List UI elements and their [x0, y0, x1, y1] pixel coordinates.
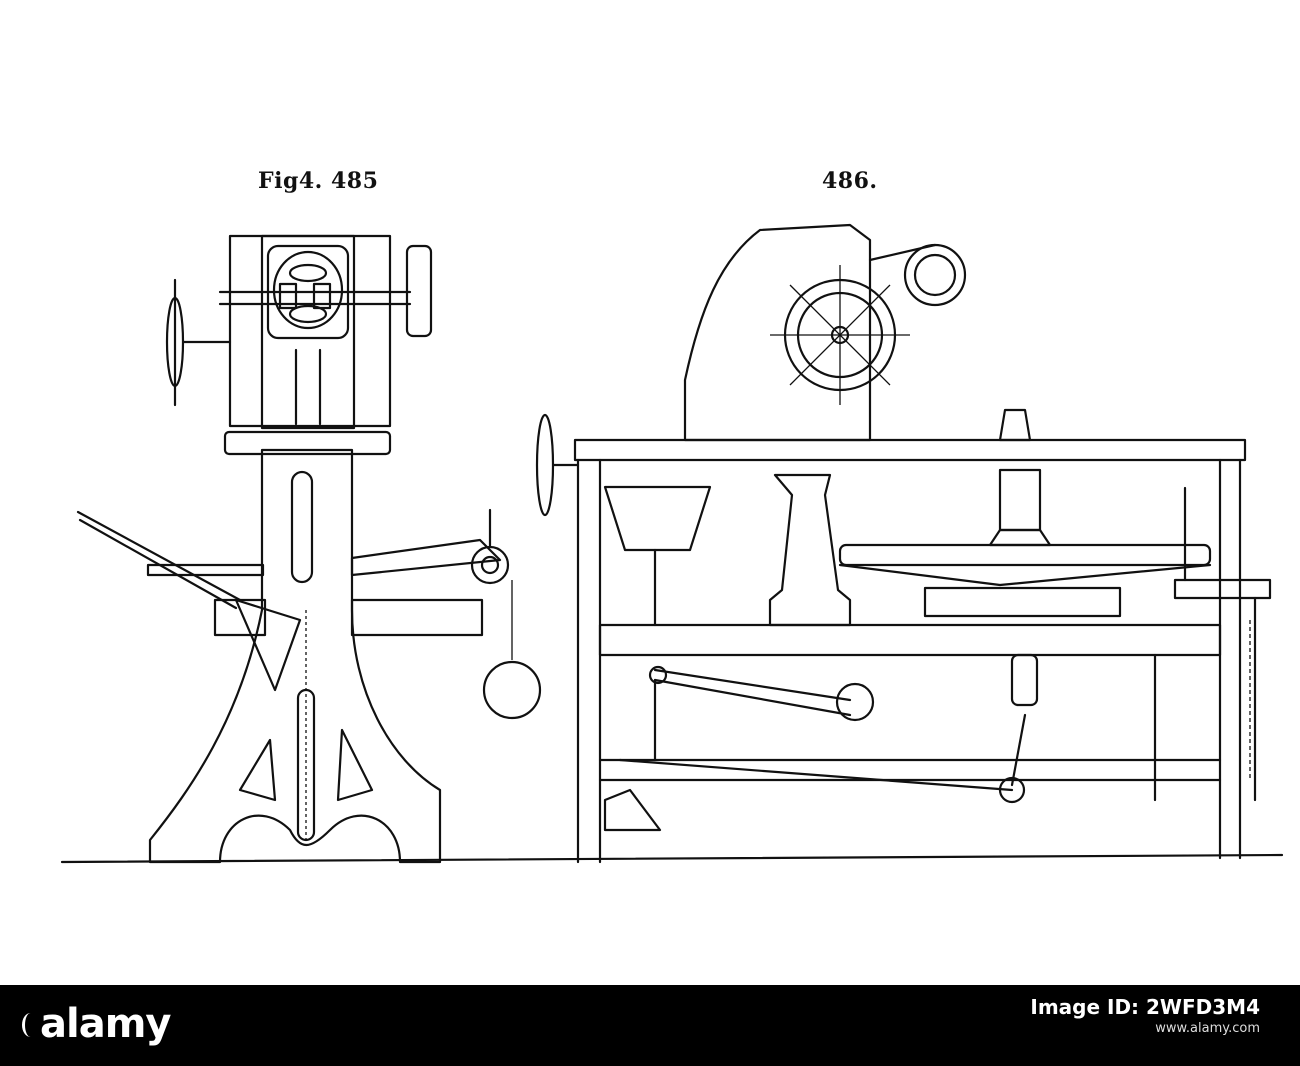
image-id-block: Image ID: 2WFD3M4 www.alamy.com [1030, 995, 1260, 1036]
ground-line [60, 853, 1284, 864]
figure-caption-485: Fig4. 485 [258, 168, 379, 194]
gear-housing [272, 250, 344, 330]
lower-shelf [598, 623, 1222, 657]
grinding-table [838, 543, 1212, 567]
treadle-link [653, 668, 852, 702]
column-slot [290, 470, 314, 584]
site-url: www.alamy.com [1155, 1021, 1260, 1036]
side-handle [535, 413, 555, 517]
alamy-logo-icon [22, 1013, 39, 1037]
left-machine [76, 234, 542, 864]
pulley [405, 244, 433, 338]
machine-illustration [60, 223, 1284, 864]
engraving-plate: Fig4. 485 486. [60, 168, 1284, 864]
water-bowl [603, 485, 712, 552]
image-id: Image ID: 2WFD3M4 [1030, 995, 1260, 1019]
stock-banner: alamy Image ID: 2WFD3M4 www.alamy.com [0, 985, 1300, 1066]
column-base [148, 448, 442, 864]
pedestal [768, 473, 852, 627]
right-machine [535, 223, 1272, 864]
brand-logo: alamy [40, 1001, 171, 1047]
figure-caption-486: 486. [822, 168, 878, 194]
table-top [573, 438, 1247, 462]
wheel-housing [683, 223, 872, 442]
counterweight-ball [482, 660, 542, 720]
foot-lever [76, 510, 242, 602]
hand-wheel [470, 545, 510, 585]
